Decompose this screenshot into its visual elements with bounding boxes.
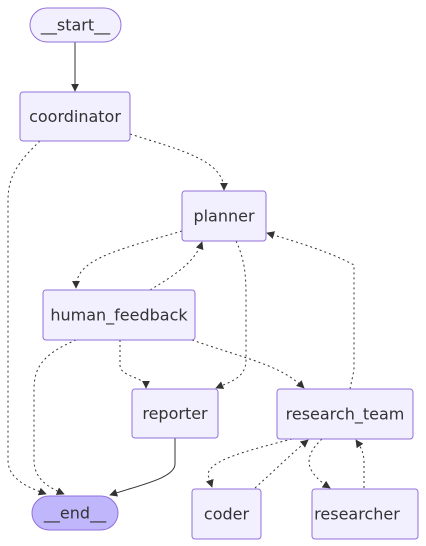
edge-coder-to-research-team [254,439,309,489]
node-coder-label: coder [204,505,250,524]
edge-research-team-to-researcher [308,438,331,489]
edge-coordinator-to-end [7,140,47,496]
node-human-feedback[interactable]: human_feedback [42,289,196,341]
edges [7,42,365,497]
node-start-label: __start__ [40,16,111,36]
node-end-label: __end__ [43,504,107,524]
node-start[interactable]: __start__ [29,7,122,43]
node-researcher[interactable]: researcher [311,488,419,540]
node-coder[interactable]: coder [191,488,262,540]
edge-research-team-to-coder [205,438,293,488]
nodes: __start__ coordinator planner human_feed… [19,7,419,540]
node-planner[interactable]: planner [181,190,267,242]
edge-human-feedback-to-planner [149,241,204,291]
node-researcher-label: researcher [314,505,400,524]
edge-research-team-to-planner [266,231,355,390]
edge-human-feedback-to-research-team [191,339,305,389]
node-reporter[interactable]: reporter [131,388,219,439]
node-research-team[interactable]: research_team [276,388,414,440]
node-human-feedback-label: human_feedback [50,306,188,326]
edge-researcher-to-research-team [355,439,365,488]
node-coordinator[interactable]: coordinator [19,91,131,142]
edge-human-feedback-to-reporter [119,340,150,389]
edge-human-feedback-to-end [33,339,77,495]
edge-planner-to-reporter [215,240,247,389]
node-research-team-label: research_team [286,405,405,425]
node-coordinator-label: coordinator [29,107,121,126]
edge-coordinator-to-planner [129,133,228,191]
edge-planner-to-human-feedback [72,230,183,289]
node-reporter-label: reporter [142,404,208,423]
edge-reporter-to-end [109,438,176,497]
node-planner-label: planner [193,207,255,226]
node-end[interactable]: __end__ [31,495,119,531]
